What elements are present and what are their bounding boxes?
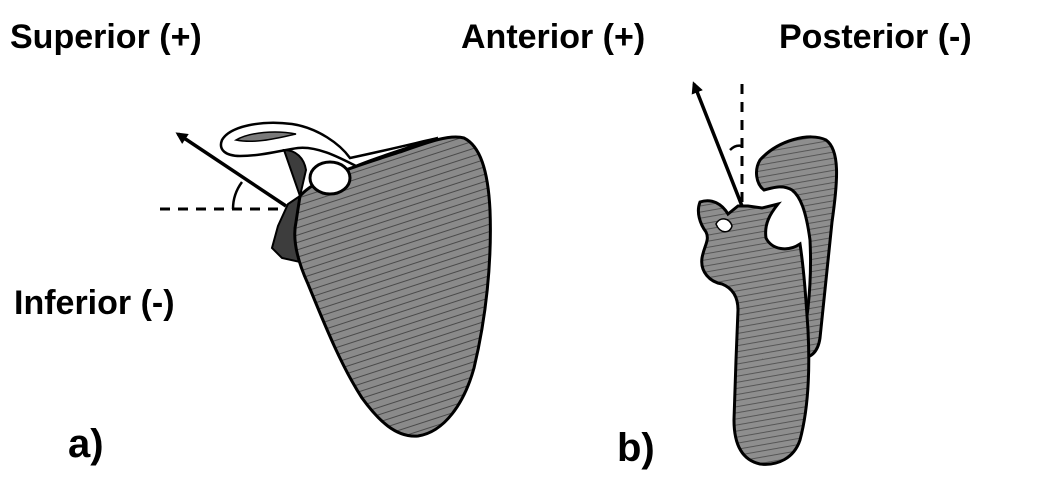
angle-arc-b (730, 146, 742, 150)
force-arrow-b (694, 84, 742, 206)
scapula-a (160, 123, 490, 436)
scapula-a-coracoid-hole (310, 162, 350, 194)
angle-arc-a (233, 182, 242, 209)
scapula-b-body (698, 201, 808, 465)
scapula-b (694, 84, 837, 464)
